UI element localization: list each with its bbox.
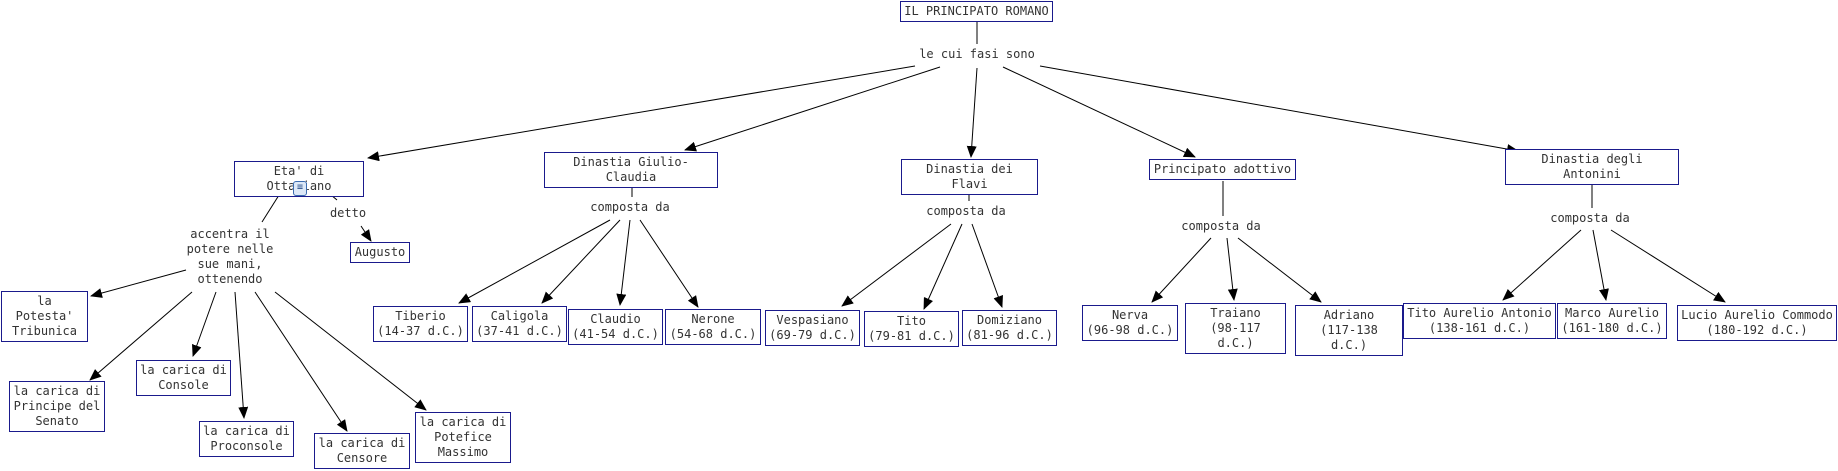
member-nerva[interactable]: Nerva (96-98 d.C.) xyxy=(1082,305,1178,341)
ottaviano-node[interactable]: Eta' di Ottaviano xyxy=(234,161,364,197)
member-tito-aurelio-antonio[interactable]: Tito Aurelio Antonio (138-161 d.C.) xyxy=(1403,303,1556,339)
connector xyxy=(639,219,699,308)
connector xyxy=(1151,237,1212,303)
connector xyxy=(1226,237,1238,301)
flavi-link-label: composta da xyxy=(926,204,1006,218)
accentra-label: accentra il potere nelle sue mani, otten… xyxy=(186,227,274,286)
root-node[interactable]: IL PRINCIPATO ROMANO xyxy=(900,1,1053,22)
adottivo-link-label: composta da xyxy=(1181,219,1261,233)
connector xyxy=(1610,229,1726,303)
carica-console-node[interactable]: la carica di Console xyxy=(136,360,231,396)
member-marco-aurelio[interactable]: Marco Aurelio (161-180 d.C.) xyxy=(1557,303,1667,339)
adottivo-node[interactable]: Principato adottivo xyxy=(1149,159,1296,180)
connector xyxy=(1237,237,1322,303)
member-traiano[interactable]: Traiano (98-117 d.C.) xyxy=(1185,303,1286,354)
connector xyxy=(90,269,187,298)
augusto-node[interactable]: Augusto xyxy=(350,242,410,263)
member-domiziano[interactable]: Domiziano (81-96 d.C.) xyxy=(962,310,1057,346)
connector xyxy=(1039,65,1519,154)
flavi-node[interactable]: Dinastia dei Flavi xyxy=(901,159,1038,195)
carica-pontefice-node[interactable]: la carica di Potefice Massimo xyxy=(415,412,511,463)
connector xyxy=(923,223,963,310)
note-icon[interactable]: ≡ xyxy=(293,181,307,196)
connector xyxy=(367,65,916,162)
connector xyxy=(89,291,193,381)
connector xyxy=(254,291,348,432)
antonini-link-label: composta da xyxy=(1550,211,1630,225)
connector xyxy=(541,219,621,304)
member-lucio-aurelio-commodo[interactable]: Lucio Aurelio Commodo (180-192 d.C.) xyxy=(1677,305,1837,341)
carica-censore-node[interactable]: la carica di Censore xyxy=(314,433,410,469)
detto-label: detto xyxy=(329,206,367,220)
connector xyxy=(971,223,1003,308)
member-claudio[interactable]: Claudio (41-54 d.C.) xyxy=(568,309,663,345)
carica-proconsole-node[interactable]: la carica di Proconsole xyxy=(199,421,294,457)
carica-potesta-node[interactable]: la Potesta' Tribunica xyxy=(1,291,88,342)
member-tiberio[interactable]: Tiberio (14-37 d.C.) xyxy=(373,306,468,342)
connector xyxy=(684,66,941,152)
connector xyxy=(274,291,427,411)
connector xyxy=(616,219,631,306)
connector xyxy=(966,67,978,158)
member-adriano[interactable]: Adriano (117-138 d.C.) xyxy=(1295,305,1403,356)
giulio-claudia-node[interactable]: Dinastia Giulio-Claudia xyxy=(544,152,718,188)
connector xyxy=(360,225,372,242)
connector xyxy=(841,223,952,307)
connector xyxy=(1592,229,1609,301)
root-link-label: le cui fasi sono xyxy=(919,47,1035,61)
connector xyxy=(1002,66,1196,158)
connector xyxy=(192,291,217,357)
connector xyxy=(1502,229,1582,301)
carica-principe-senato-node[interactable]: la carica di Principe del Senato xyxy=(9,381,105,432)
connector xyxy=(234,291,249,419)
member-vespasiano[interactable]: Vespasiano (69-79 d.C.) xyxy=(765,310,860,346)
connector xyxy=(458,219,611,304)
antonini-node[interactable]: Dinastia degli Antonini xyxy=(1505,149,1679,185)
member-tito[interactable]: Tito (79-81 d.C.) xyxy=(864,311,959,347)
member-nerone[interactable]: Nerone (54-68 d.C.) xyxy=(665,309,761,345)
member-caligola[interactable]: Caligola (37-41 d.C.) xyxy=(472,306,567,342)
giulio-claudia-link-label: composta da xyxy=(590,200,670,214)
